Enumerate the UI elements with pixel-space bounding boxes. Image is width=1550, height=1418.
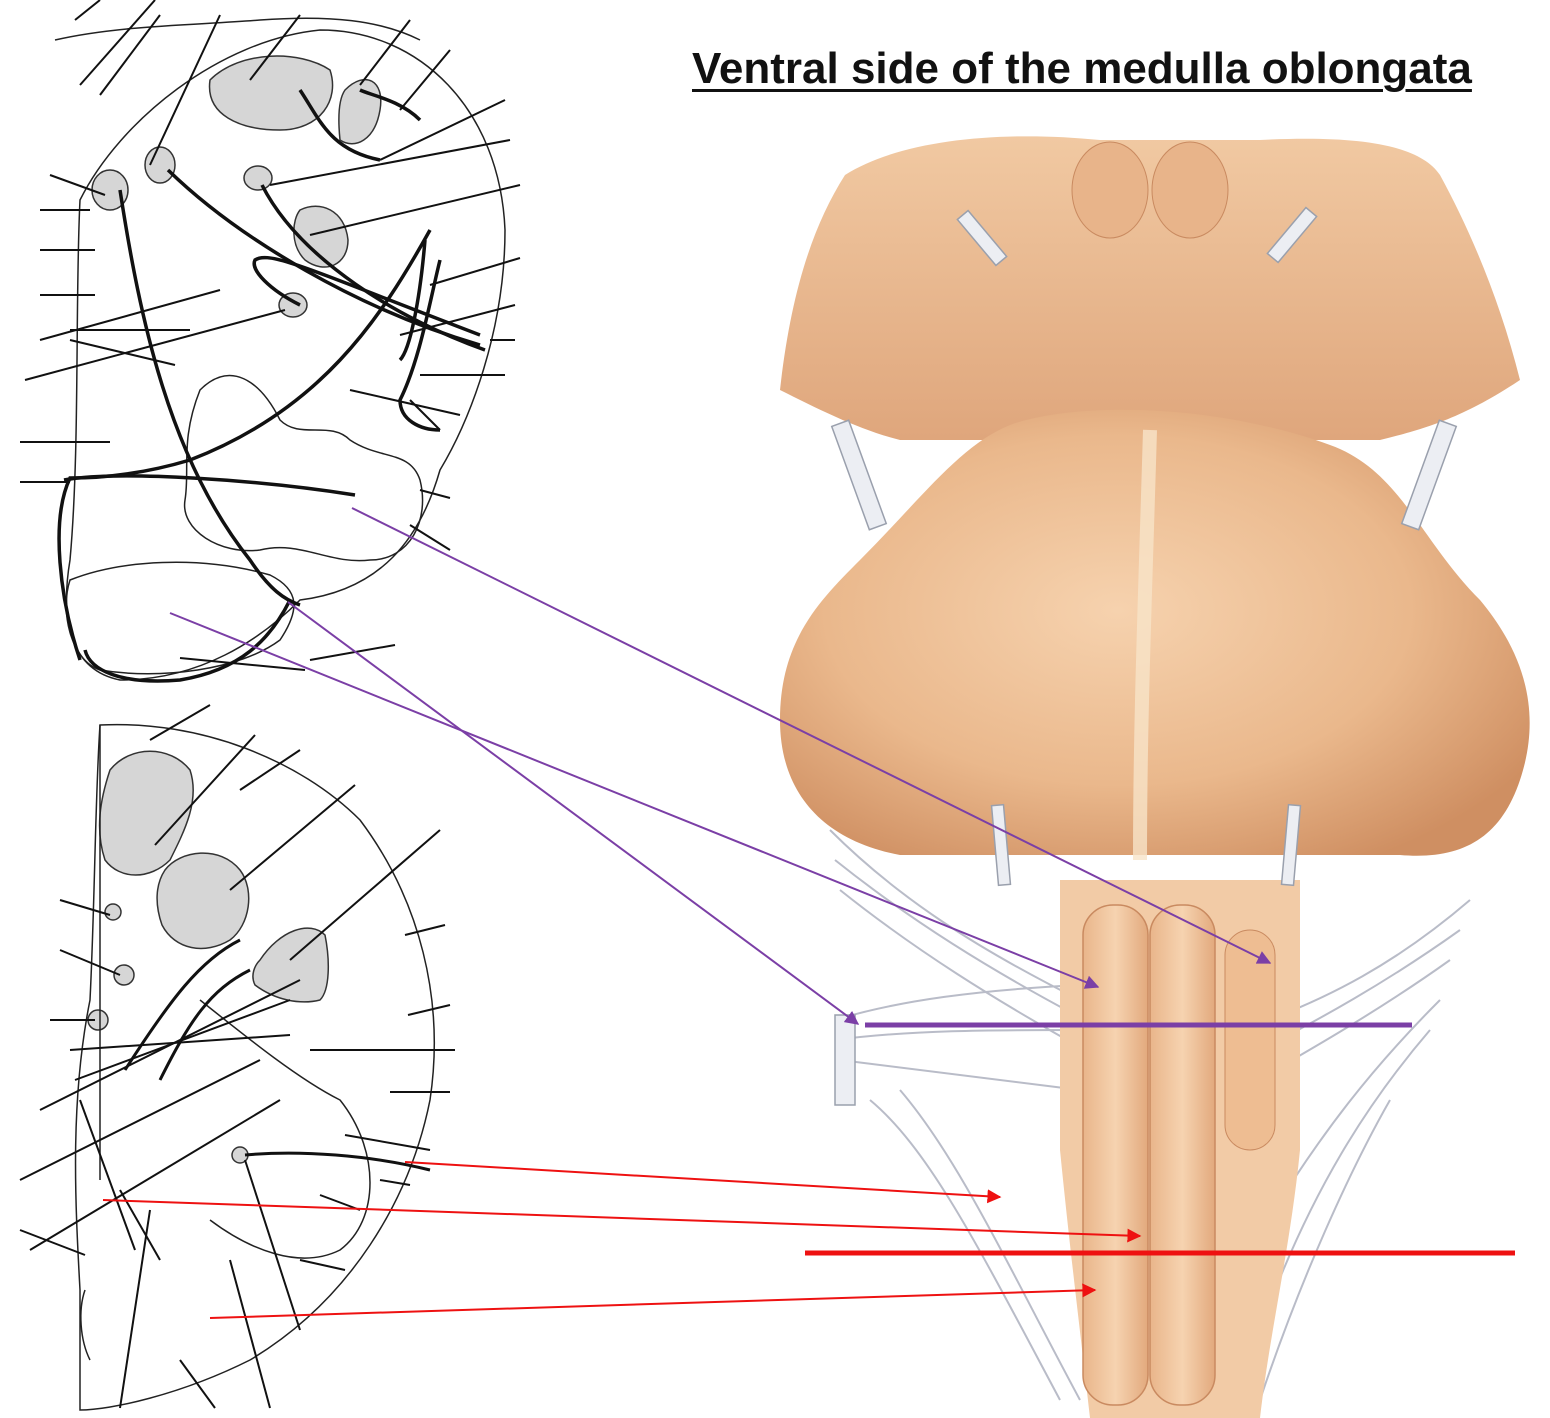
olive-right xyxy=(1225,930,1275,1150)
inferior-olive xyxy=(185,376,423,561)
lower-medulla-cross-section xyxy=(20,705,455,1410)
mammillary-body-right xyxy=(1152,142,1228,238)
fourth-ventricle-floor xyxy=(55,18,420,40)
arrow-hypoglossal-nerve xyxy=(288,602,858,1024)
pyramid-right xyxy=(1150,905,1215,1405)
pyramid-left xyxy=(1083,905,1148,1405)
arrow-lateral-surface xyxy=(405,1162,1000,1197)
lower-leader-lines xyxy=(20,705,455,1408)
cerebellum xyxy=(780,136,1520,440)
mammillary-body-left xyxy=(1072,142,1148,238)
lower-level-markers xyxy=(103,1162,1515,1318)
arrow-pyramid-lower xyxy=(210,1290,1095,1318)
central-canal-region xyxy=(81,1290,90,1360)
upper-medulla-cross-section xyxy=(20,0,520,681)
brainstem-illustration xyxy=(780,136,1530,1418)
